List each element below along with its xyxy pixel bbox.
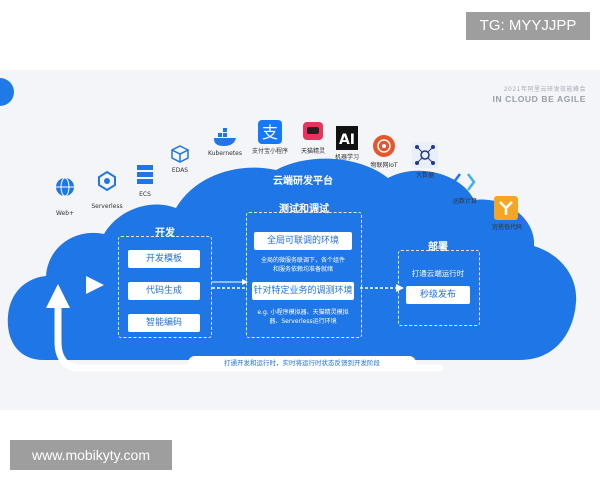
icon-yida	[494, 196, 518, 224]
deploy-section-box	[398, 250, 480, 326]
global-env-note-line1: 全局的微服务联调下，各个组件	[260, 257, 345, 264]
deploy-title: 部署	[428, 242, 448, 253]
cloud-shape	[7, 158, 577, 372]
global-debug-env: 全局可联调的环境	[254, 232, 352, 250]
icon-label-ecs: ECS	[139, 191, 151, 198]
event-caption: 2021年阿里云研发效能峰会	[503, 86, 586, 93]
tg-watermark-badge: TG: MYYJJPP	[466, 12, 590, 40]
icon-label-tmall-genie: 天猫精灵	[300, 148, 325, 155]
icon-ecs	[136, 164, 154, 190]
icon-label-function-compute: 函数计算	[452, 198, 477, 205]
icon-label-alipay: 支付宝小程序	[251, 148, 288, 155]
serverless-icon	[98, 170, 116, 192]
specific-env-note-line2: 器、Serverless运行环境	[269, 318, 337, 325]
dev-section-box	[118, 236, 212, 338]
big-data-icon	[412, 142, 438, 168]
yida-icon	[494, 196, 518, 220]
icon-label-yida: 宜搭低代码	[491, 224, 522, 231]
deploy-subtitle: 打通云端运行时	[411, 269, 465, 278]
global-env-note-line2: 和服务依赖均准备就绪	[272, 266, 333, 273]
icon-function-compute	[452, 172, 476, 196]
platform-title: 云端研发平台	[273, 176, 333, 187]
specific-debug-env: 针对特定业务的调测环境	[252, 282, 354, 300]
icon-label-web-plus: Web+	[55, 210, 75, 217]
globe-icon	[56, 177, 74, 197]
icon-kubernetes	[212, 128, 238, 152]
edge-circle-decoration	[0, 78, 14, 106]
icon-label-big-data: 大数据	[415, 172, 434, 179]
icon-serverless	[96, 170, 118, 196]
dev-title: 开发	[155, 228, 175, 239]
tmall-genie-icon	[303, 122, 323, 140]
svg-text:支: 支	[262, 123, 278, 142]
svg-text:AI: AI	[339, 132, 355, 148]
test-section-box	[246, 212, 362, 338]
site-watermark-badge: www.mobikyty.com	[10, 440, 172, 470]
specific-env-note-line1: e.g. 小程序模拟器、天猫精灵模拟	[257, 309, 349, 316]
icon-tmall-genie	[302, 120, 324, 148]
icon-label-ml: 机器学习	[334, 154, 359, 161]
icon-web-plus	[54, 176, 76, 202]
icon-iot	[372, 134, 396, 162]
icon-label-iot: 物联网IoT	[370, 162, 398, 169]
dev-item-smart-coding: 智能编码	[128, 314, 200, 332]
icon-ml: AI	[336, 126, 358, 154]
function-compute-icon	[452, 173, 476, 191]
icon-big-data	[412, 142, 438, 172]
dev-item-template: 开发模板	[128, 250, 200, 268]
ai-icon: AI	[336, 126, 358, 150]
icon-alipay: 支	[258, 120, 282, 148]
icon-label-edas: EDAS	[171, 167, 189, 174]
icon-label-serverless: Serverless	[91, 203, 123, 210]
server-stack-icon	[137, 165, 153, 184]
test-title: 测试和调试	[279, 204, 329, 215]
icon-label-kubernetes: Kubernetes	[208, 150, 242, 157]
alipay-icon: 支	[258, 120, 282, 144]
dev-item-codegen: 代码生成	[128, 282, 200, 300]
feedback-caption: 打通开发和运行时，实时将运行时状态反馈到开发阶段	[188, 356, 416, 370]
cube-icon	[171, 145, 189, 163]
feedback-loop-arrow	[54, 298, 444, 372]
deploy-item-instant-release: 秒级发布	[406, 286, 470, 304]
docker-whale-icon	[214, 128, 236, 146]
iot-icon	[373, 135, 395, 157]
event-slogan: IN CLOUD BE AGILE	[492, 94, 586, 104]
loop-entry-arrowhead	[86, 276, 104, 294]
icon-edas	[170, 144, 190, 168]
